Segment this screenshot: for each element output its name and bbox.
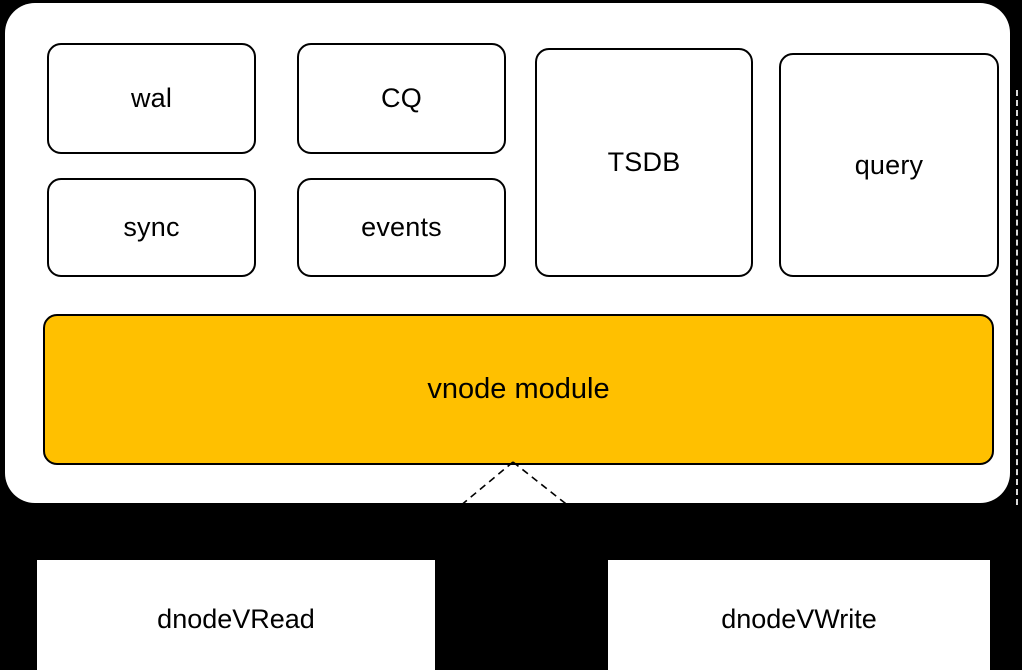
module-label-query: query: [854, 149, 924, 180]
vnode-container-panel: wal CQ sync events TSDB query vnode modu…: [5, 3, 1010, 503]
module-box-events[interactable]: events: [297, 178, 506, 277]
dnode-vwrite-box[interactable]: dnodeVWrite: [608, 560, 990, 670]
module-label-events: events: [361, 212, 442, 242]
module-box-query[interactable]: query: [779, 53, 999, 277]
module-box-wal[interactable]: wal: [47, 43, 256, 154]
module-box-cq[interactable]: CQ: [297, 43, 506, 154]
vnode-module-label: vnode module: [427, 373, 610, 405]
module-box-sync[interactable]: sync: [47, 178, 256, 277]
module-label-wal: wal: [130, 83, 173, 113]
dnode-vread-label: dnodeVRead: [157, 603, 315, 634]
module-label-tsdb: TSDB: [607, 147, 681, 177]
dnode-vwrite-label: dnodeVWrite: [721, 603, 877, 634]
dnode-vread-box[interactable]: dnodeVRead: [37, 560, 435, 670]
module-label-cq: CQ: [381, 83, 422, 113]
crop-guide-right: [1016, 90, 1018, 505]
module-box-tsdb[interactable]: TSDB: [535, 48, 753, 277]
module-label-sync: sync: [123, 212, 180, 242]
vnode-module-bar[interactable]: vnode module: [43, 314, 994, 465]
